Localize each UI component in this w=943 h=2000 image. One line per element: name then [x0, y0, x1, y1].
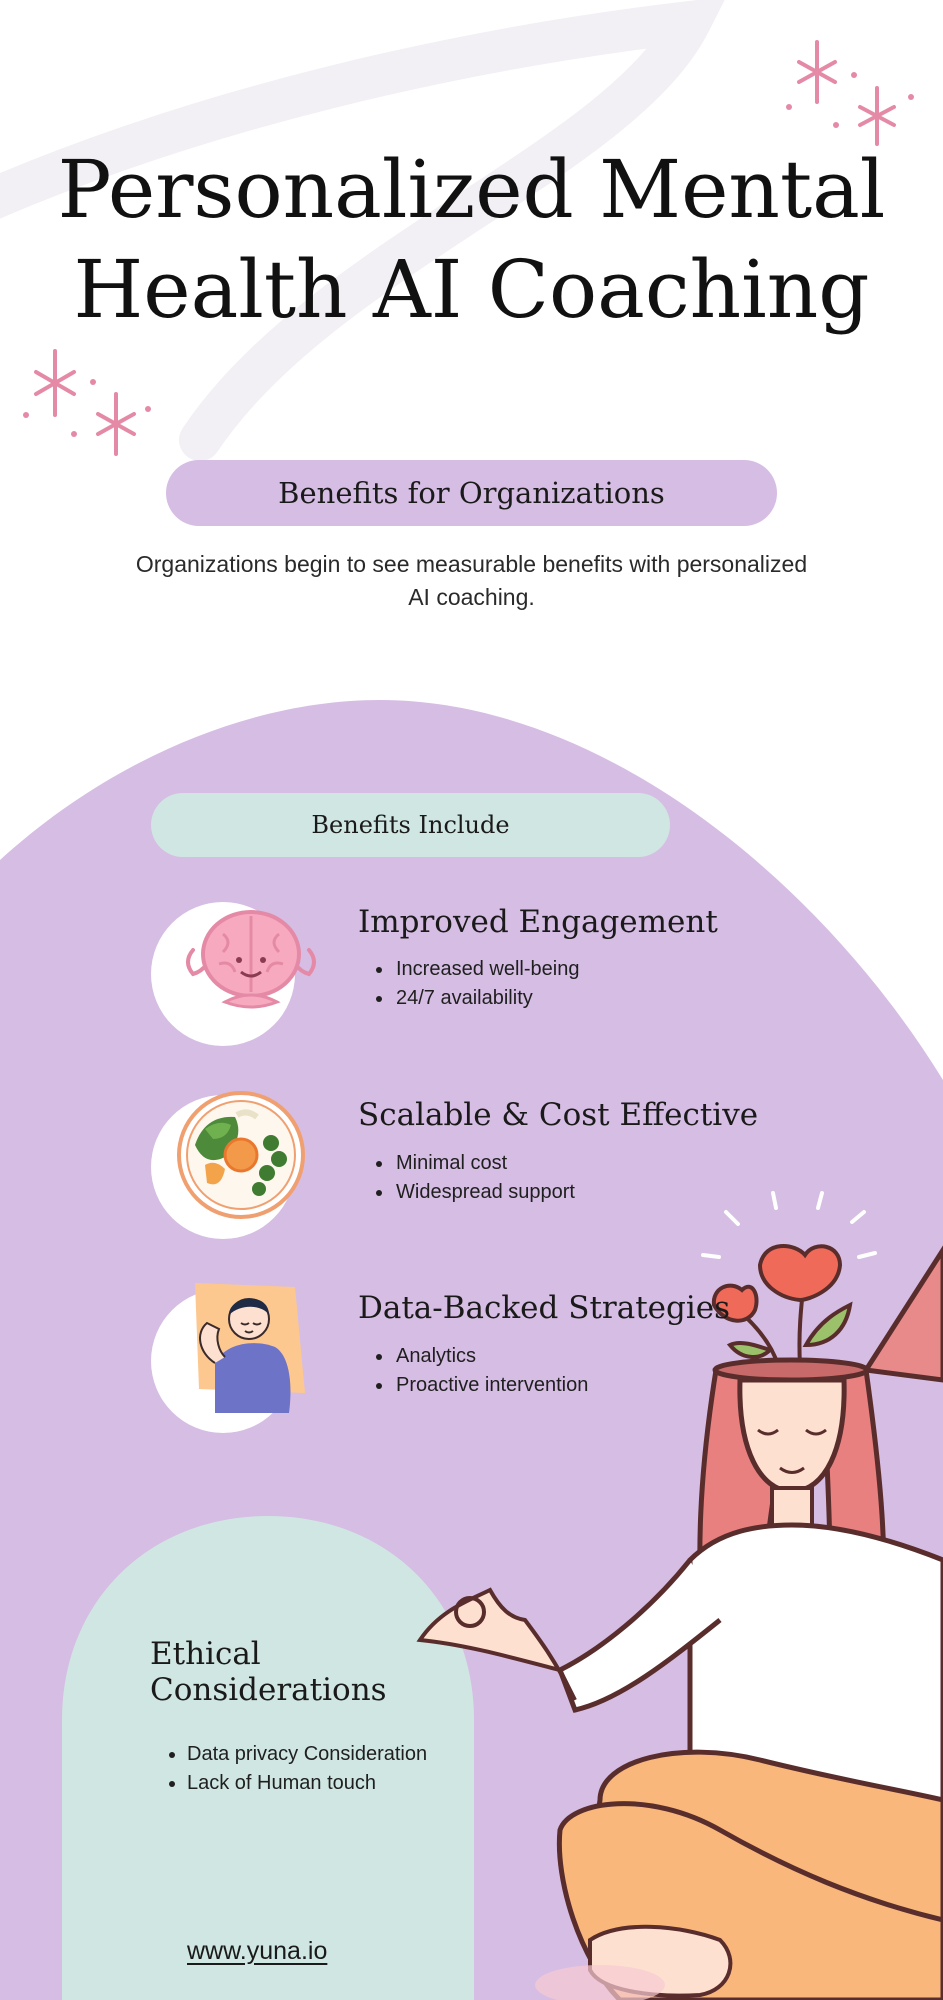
list-item: Proactive intervention — [394, 1371, 588, 1400]
benefit-heading: Scalable & Cost Effective — [358, 1097, 759, 1133]
list-item: Widespread support — [394, 1178, 575, 1207]
benefits-include-pill: Benefits Include — [151, 793, 670, 857]
benefits-include-label: Benefits Include — [311, 811, 510, 839]
list-item: Increased well-being — [394, 955, 579, 984]
page-title: Personalized Mental Health AI Coaching — [40, 140, 903, 340]
page-title-line-1: Personalized Mental — [57, 143, 886, 236]
page-title-line-2: Health AI Coaching — [73, 243, 870, 336]
ethical-heading: Ethical Considerations — [150, 1636, 387, 1708]
list-item: Lack of Human touch — [187, 1769, 427, 1798]
resting-person-icon — [195, 1283, 305, 1413]
sparkle-icon — [797, 40, 896, 146]
benefit-icon-circle — [151, 1283, 305, 1433]
benefits-organizations-pill: Benefits for Organizations — [166, 460, 777, 526]
salad-bowl-icon — [177, 1091, 305, 1219]
sparkle-icon — [34, 349, 136, 456]
benefit-icon-circle — [151, 902, 316, 1046]
list-item: Data privacy Consideration — [187, 1740, 427, 1769]
brain-icon — [186, 910, 316, 1009]
organizations-intro-text: Organizations begin to see measurable be… — [135, 551, 808, 610]
mint-arch — [62, 1516, 474, 2000]
background-swoosh — [0, 0, 725, 461]
benefits-organizations-label: Benefits for Organizations — [278, 476, 665, 510]
benefit-icon-circle — [151, 1091, 305, 1239]
ethical-points-list: Data privacy Consideration Lack of Human… — [155, 1740, 427, 1798]
website-link[interactable]: www.yuna.io — [187, 1937, 328, 1965]
benefit-heading: Improved Engagement — [358, 904, 718, 940]
benefit-points-list: Analytics Proactive intervention — [362, 1342, 588, 1400]
list-item: 24/7 availability — [394, 984, 579, 1013]
benefit-points-list: Minimal cost Widespread support — [362, 1149, 575, 1207]
meditating-woman-illustration — [416, 1191, 943, 2000]
list-item: Minimal cost — [394, 1149, 575, 1178]
benefit-points-list: Increased well-being 24/7 availability — [362, 955, 579, 1013]
benefit-heading: Data-Backed Strategies — [358, 1290, 731, 1326]
list-item: Analytics — [394, 1342, 588, 1371]
